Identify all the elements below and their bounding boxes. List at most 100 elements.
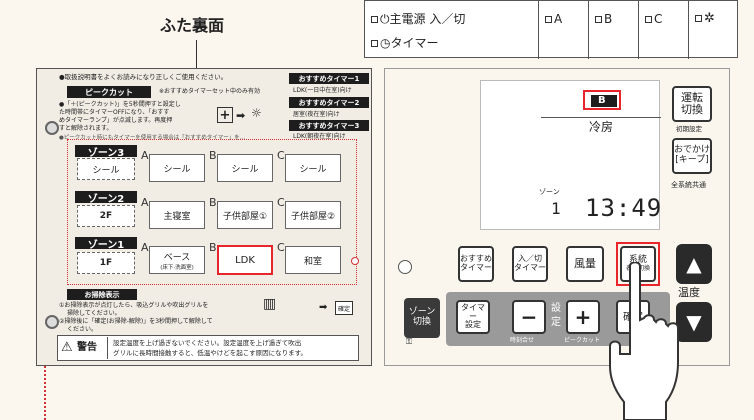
zone3-letter-b: B [209,149,217,162]
zone1-b-box-ldk: LDK [217,245,273,275]
indicator-b: B [595,13,612,25]
zone2-name: 2F [77,205,135,227]
zone2-head: ゾーン2 [75,191,137,205]
zone3-letter-c: C [277,149,285,162]
zone3-a-box: シール [149,154,205,182]
zone1-name: 1F [77,252,135,274]
zenkeitou-label: 全系統共通 [671,181,706,189]
peak-desc-1: ●「＋(ピークカット)」を5秒間押すと設定し [59,101,181,108]
zone2-a-box: 主寝室 [149,201,205,229]
zone2-b-box: 子供部屋① [217,201,273,229]
plus-icon: + [217,107,233,123]
screw-left-bottom [45,315,59,329]
settei-label-2: 定 [551,317,561,328]
timer-settei-label-2: 設定 [465,320,481,330]
minus-button[interactable]: − [512,300,546,334]
fan-indicator-icon: ✲ [695,12,715,25]
screw-right [351,257,359,265]
peak-hint: ●ピークカット時にもタイマーを使用する場合は「おすすめタイマー」を… [59,135,246,141]
plus-button[interactable]: + [566,300,600,334]
cover-label-leader-line [196,40,197,68]
warning-divider [107,337,108,359]
instruction-read: ●取扱説明書をよくお読みになり正しくご使用ください。 [59,73,228,81]
key-icon: ⚿ [406,337,413,346]
temp-up-button[interactable]: ▲ [676,244,712,284]
zone3-b-box: シール [217,154,273,182]
settei-label-1: 設 [551,303,561,314]
hand-pointer-icon [609,262,679,420]
cleaning-1: ①お掃除表示が点灯したら、吸込グリルや吹出グリルを [59,302,209,309]
timer-settei-label-1: タイマー [461,302,485,321]
iri-kiri-label-1: 入／切 [518,254,542,264]
zone1-letter-a: A [141,241,149,254]
timer-settei-button[interactable]: タイマー 設定 [456,300,490,334]
zone-kirikae-button[interactable]: ゾーン 切換 [404,298,440,338]
temp-down-button[interactable]: ▼ [676,302,712,342]
mode-text: 冷房 [589,120,614,134]
zone3-head: ゾーン3 [75,145,137,159]
warning-line-2: グリルに長時間接触すると、低温やけどを起こす原因になります。 [113,349,307,357]
cleaning-2b: ください。 [67,326,98,333]
power-indicator: ⏻主電源 入／切 [371,13,465,25]
peak-cut-label: ピークカット [67,86,151,98]
arrow-right-icon: ➡ [319,302,328,313]
zone-value: B [598,95,606,106]
zone1-a-sub: (床下·洗面室) [160,264,194,271]
cleaning-2: ②掃除後に「確定(お掃除-解除)」を3秒間押して解除して [59,318,213,325]
filter-icon: ▥ [263,296,277,312]
arrow-right-icon: ➡ [236,109,246,122]
indicator-c: C [645,13,662,25]
zone-area-frame [67,139,357,285]
zone-value-box [591,95,617,107]
display-divider [541,117,661,118]
osusume-timer-label-1: おすすめ [460,254,492,264]
osusume-3-label: おすすめタイマー3 [289,120,369,131]
zone2-letter-c: C [277,196,285,209]
ondo-label: 温度 [678,286,700,299]
peak-desc-4: すと解除されます。 [59,125,113,132]
peak-desc-3: めタイマーランプ」が点滅します。再度押 [59,117,173,124]
zone3-letter-a: A [141,149,149,162]
jikoku-label: 時刻合せ [510,337,535,344]
warning-line-1: 設定温度を上げ過ぎないでください。設定温度を上げ過ぎて吹出 [113,339,302,347]
indicator-lamp [398,260,412,274]
zone3-c-box: シール [285,154,341,182]
cleaning-1b: 掃除してください。 [67,310,121,317]
zone1-a-label: ベース [163,252,191,263]
shoki-settei-label: 初期設定 [676,125,702,133]
cleaning-title: お掃除表示 [67,289,137,300]
zone2-letter-b: B [209,196,217,209]
display-time: 13:49 [585,194,663,222]
odekake-label-2: [キープ] [675,155,709,165]
zone-value-frame [583,90,621,110]
odekake-label-1: おでかけ [674,145,711,156]
indicator-a: A [545,13,562,25]
fuuryou-label: 風量 [574,256,596,270]
timer-indicator: ◷タイマー [371,37,439,49]
osusume-1-sub: LDK(一日中在室)向け [293,87,352,94]
unten-label-1: 運転 [681,90,703,104]
lid-panel: ●取扱説明書をよくお読みになり正しくご使用ください。 ピークカット ※おすすめタ… [36,68,372,366]
warning-icon: ⚠ [61,340,73,355]
zone2-letter-a: A [141,196,149,209]
zone2-c-box: 子供部屋② [285,201,341,229]
peak-desc-2: た時間帯にタイマーOFFになり、「おすす [59,109,170,116]
screw-left-top [45,121,59,135]
osusume-timer-button[interactable]: おすすめ タイマー [458,246,494,282]
osusume-timer-label-2: タイマー [460,263,492,272]
keitou-label-1: 系統 [628,254,647,265]
fuuryou-button[interactable]: 風量 [566,246,604,282]
zone1-c-box: 和室 [285,246,341,274]
display-digit: 1 [551,199,561,218]
timer-lamp-icon: ☼ [251,106,262,120]
osusume-1-label: おすすめタイマー1 [289,73,369,84]
unten-kirikae-button[interactable]: 運転 切換 [672,86,712,122]
indicator-strip: ⏻主電源 入／切 ◷タイマー A B C ✲ [364,0,738,59]
odekake-keep-button[interactable]: おでかけ [キープ] [672,138,712,174]
iri-kiri-label-2: タイマー [514,263,546,272]
zone-kirikae-label-2: 切換 [412,317,431,327]
zone1-a-box: ベース (床下·洗面室) [149,246,205,274]
iri-kiri-timer-button[interactable]: 入／切 タイマー [512,246,548,282]
zone-kirikae-label-1: ゾーン [408,307,436,318]
zone1-letter-c: C [277,241,285,254]
